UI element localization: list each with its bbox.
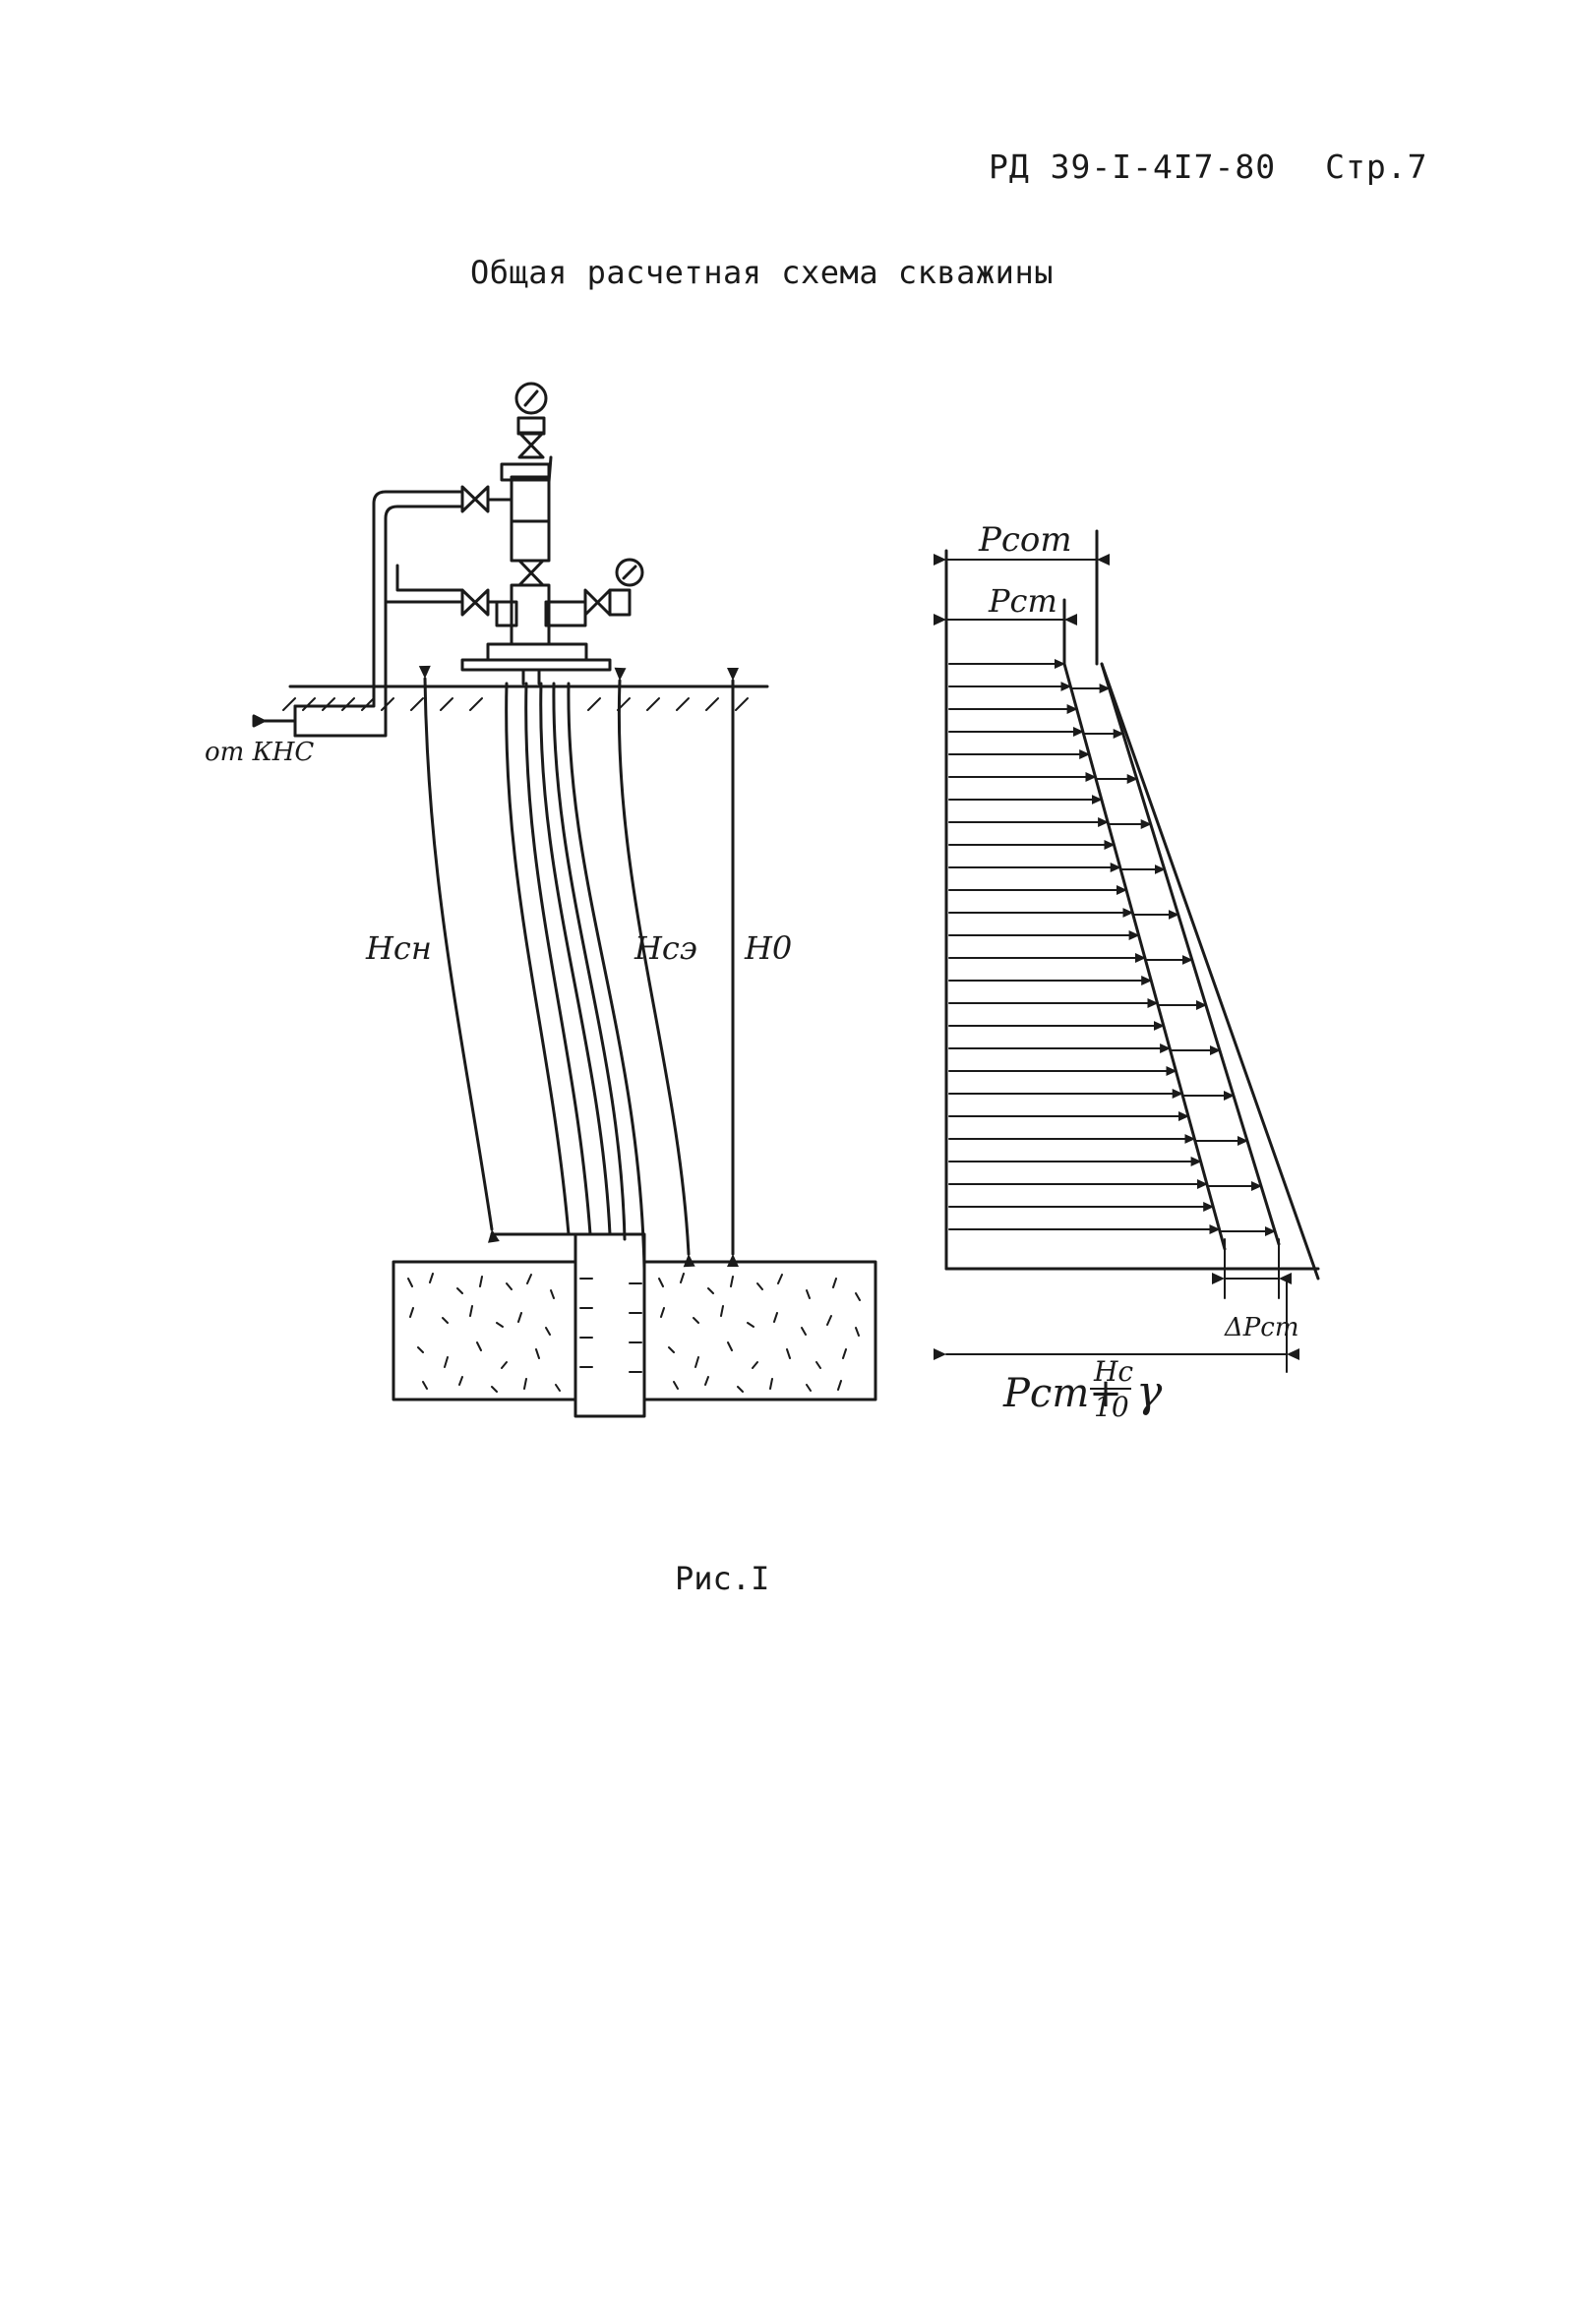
page-number: Стр.7 (1325, 148, 1428, 186)
bottom-formula-numerator: Hc (1093, 1355, 1133, 1388)
label-h-cn: Hсн (365, 929, 432, 967)
pressure-diagram (934, 529, 1320, 1373)
figure-caption: Рис.I (675, 1560, 770, 1597)
label-h-0: H0 (744, 929, 792, 967)
document-header: РД 39-I-4I7-80 Стр.7 (989, 148, 1428, 186)
bottom-formula-gamma: γ (1136, 1367, 1163, 1417)
inflow-label: от КНС (205, 738, 314, 767)
inflow-pipe (252, 490, 464, 738)
bottom-formula-main: Pст+ (1002, 1371, 1122, 1416)
reservoir-layer (392, 1232, 877, 1418)
depth-dimensions (418, 665, 739, 1268)
bottom-formula-denominator: 10 (1094, 1391, 1129, 1423)
pressure-arrows (948, 659, 1276, 1236)
document-code: РД 39-I-4I7-80 (989, 148, 1277, 186)
label-p-ct: Pст (988, 582, 1057, 620)
label-delta-p: ΔPст (1224, 1313, 1299, 1342)
well-bore (505, 682, 646, 1271)
wellhead-fittings (460, 382, 644, 685)
label-p-cot: Pсот (978, 520, 1072, 560)
page-title: Общая расчетная схема скважины (470, 254, 1054, 291)
label-h-ce: Hсэ (634, 929, 697, 967)
